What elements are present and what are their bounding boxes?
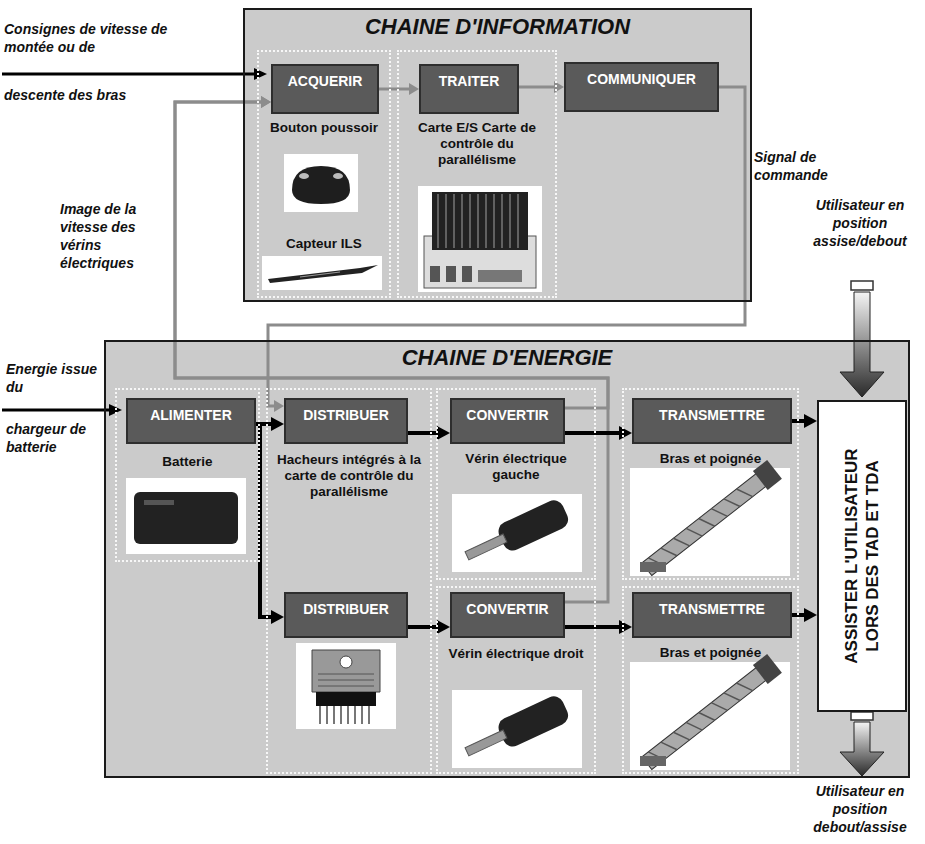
flow-label-anchor: Utilisateur en position debout/assise xyxy=(800,782,920,836)
function-box: CONVERTIR xyxy=(450,592,565,638)
panel-title: CHAINE D'ENERGIE xyxy=(106,345,908,371)
battery-photo xyxy=(126,478,246,554)
signal-label-anchor: Image de la vitesse des vérins électriqu… xyxy=(60,200,170,272)
function-label: DISTRIBUER xyxy=(303,406,389,424)
user-arrow xyxy=(840,712,884,776)
component-label: Vérin électrique droit xyxy=(438,646,594,662)
reed-sensor-photo xyxy=(262,256,382,290)
actuator-photo xyxy=(452,494,582,572)
function-label: CONVERTIR xyxy=(466,600,548,618)
arrow-head xyxy=(804,608,817,622)
function-group: Batterie ALIMENTER xyxy=(115,388,260,562)
function-box: ALIMENTER xyxy=(126,398,256,444)
connector-line xyxy=(519,86,555,89)
signal-label-anchor: Signal de commande xyxy=(754,148,846,184)
connector xyxy=(792,414,817,428)
connector-line xyxy=(408,625,438,629)
chopper-chip-photo xyxy=(296,643,396,729)
user-arrow xyxy=(840,281,884,397)
arm-photo xyxy=(630,654,790,773)
actuator-photo xyxy=(452,690,582,768)
flow-label-anchor: chargeur de batterie xyxy=(6,420,102,456)
function-group: Hacheurs intégrés à la carte de contrôle… xyxy=(266,388,432,774)
flow-label-anchor: Utilisateur en position assise/debout xyxy=(800,196,920,250)
connector-line xyxy=(408,431,438,435)
connector-line xyxy=(565,625,620,629)
arrow-head xyxy=(437,620,450,634)
flow-label: Utilisateur en position assise/debout xyxy=(800,196,920,250)
goal-box: ASSISTER L'UTILISATEUR LORS DES TAD ET T… xyxy=(817,400,907,712)
chain-panel: CHAINE D'INFORMATION Bouton poussoirCapte… xyxy=(243,8,752,302)
control-card-photo xyxy=(418,186,542,292)
signal-label: Image de la vitesse des vérins électriqu… xyxy=(60,200,170,272)
goal-label: ASSISTER L'UTILISATEUR LORS DES TAD ET T… xyxy=(841,441,883,671)
flow-label: Consignes de vitesse de montée ou de xyxy=(4,20,174,56)
component-label: Carte E/S Carte de contrôle du paralléli… xyxy=(399,120,555,168)
function-box: DISTRIBUER xyxy=(284,592,408,638)
function-label: CONVERTIR xyxy=(466,406,548,424)
function-label: ALIMENTER xyxy=(150,406,232,424)
component-label: Capteur ILS xyxy=(259,236,389,252)
function-box: CONVERTIR xyxy=(450,398,565,444)
connector xyxy=(408,426,450,440)
component-label: Bras et poignée xyxy=(624,645,797,661)
flow-label-anchor: descente des bras xyxy=(4,86,204,104)
component-label: Bouton poussoir xyxy=(259,120,389,136)
function-group: Bras et poignée TRANSMETTRE xyxy=(622,586,799,774)
component-label: Batterie xyxy=(117,454,258,470)
function-label: ACQUERIR xyxy=(288,72,363,90)
connector xyxy=(792,608,817,622)
function-box: DISTRIBUER xyxy=(284,398,408,444)
connector-line xyxy=(379,88,410,91)
function-box: TRANSMETTRE xyxy=(632,398,792,444)
connector xyxy=(408,620,450,634)
flow-label-anchor: Energie issue du xyxy=(6,360,102,396)
function-group: Vérin électrique gauche CONVERTIR xyxy=(436,388,596,580)
component-label: Vérin électrique gauche xyxy=(438,451,594,483)
arrow-head xyxy=(274,400,284,412)
function-label: COMMUNIQUER xyxy=(587,70,696,88)
function-label: TRAITER xyxy=(439,72,500,90)
arrow-head xyxy=(409,83,419,95)
function-group: Bouton poussoirCapteur ILS ACQUERIR xyxy=(257,50,391,298)
flow-label: descente des bras xyxy=(4,86,204,104)
push-button-photo xyxy=(284,154,358,212)
arrow-head xyxy=(271,610,284,624)
arrow-head xyxy=(619,426,632,440)
arm-photo xyxy=(630,460,790,579)
arrow-head xyxy=(437,426,450,440)
function-label: TRANSMETTRE xyxy=(659,406,765,424)
arrow-head xyxy=(261,96,271,108)
input-arrow xyxy=(2,68,267,80)
flow-label: chargeur de batterie xyxy=(6,420,102,456)
function-group: Bras et poignée TRANSMETTRE xyxy=(622,388,799,580)
panel-title: CHAINE D'INFORMATION xyxy=(245,14,750,40)
function-label: TRANSMETTRE xyxy=(659,600,765,618)
function-box: ACQUERIR xyxy=(271,64,379,114)
component-label: Hacheurs intégrés à la carte de contrôle… xyxy=(268,452,430,500)
connector xyxy=(519,81,564,93)
arrow-head xyxy=(261,96,271,108)
arrow-head xyxy=(271,417,284,431)
flow-label: Energie issue du xyxy=(6,360,102,396)
connector-line xyxy=(565,431,620,435)
function-box: TRAITER xyxy=(419,64,519,114)
function-box: TRANSMETTRE xyxy=(632,592,792,638)
arrow-head xyxy=(619,620,632,634)
flow-label: Utilisateur en position debout/assise xyxy=(800,782,920,836)
function-group: Vérin électrique droit CONVERTIR xyxy=(436,586,596,774)
function-label: DISTRIBUER xyxy=(303,600,389,618)
flow-label-anchor: Consignes de vitesse de montée ou de xyxy=(4,20,174,56)
connector xyxy=(379,83,419,95)
arrow-head xyxy=(804,414,817,428)
component-label: Bras et poignée xyxy=(624,451,797,467)
function-group: Carte E/S Carte de contrôle du paralléli… xyxy=(397,50,557,298)
function-box: COMMUNIQUER xyxy=(564,62,719,112)
signal-label: Signal de commande xyxy=(754,148,846,184)
chain-panel: CHAINE D'ENERGIE Batterie ALIMENTER Hacheur… xyxy=(104,340,910,778)
